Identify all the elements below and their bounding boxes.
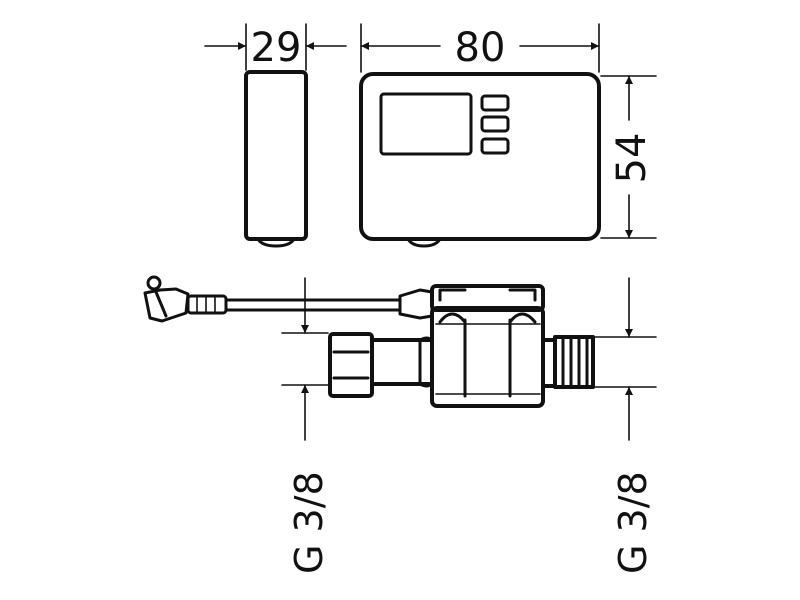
dimension-outlet: G 3/8: [594, 277, 657, 574]
module-depth-value: 29: [251, 25, 302, 71]
outlet-thread-label: G 3/8: [611, 471, 655, 574]
button-middle: [480, 115, 510, 133]
module-height-value: 54: [609, 133, 655, 184]
button-top: [480, 94, 510, 112]
dimension-module-depth: 29: [204, 25, 347, 71]
dimension-inlet: G 3/8: [281, 277, 331, 574]
valve-assembly: [143, 275, 595, 408]
module-width-value: 80: [455, 25, 506, 71]
button-bottom: [480, 137, 510, 155]
inlet-thread-label: G 3/8: [287, 471, 331, 574]
module-side-view: [244, 23, 308, 248]
dimension-module-height: 54: [609, 75, 655, 239]
display-window: [379, 92, 473, 156]
dimension-module-width: 80: [360, 25, 600, 71]
